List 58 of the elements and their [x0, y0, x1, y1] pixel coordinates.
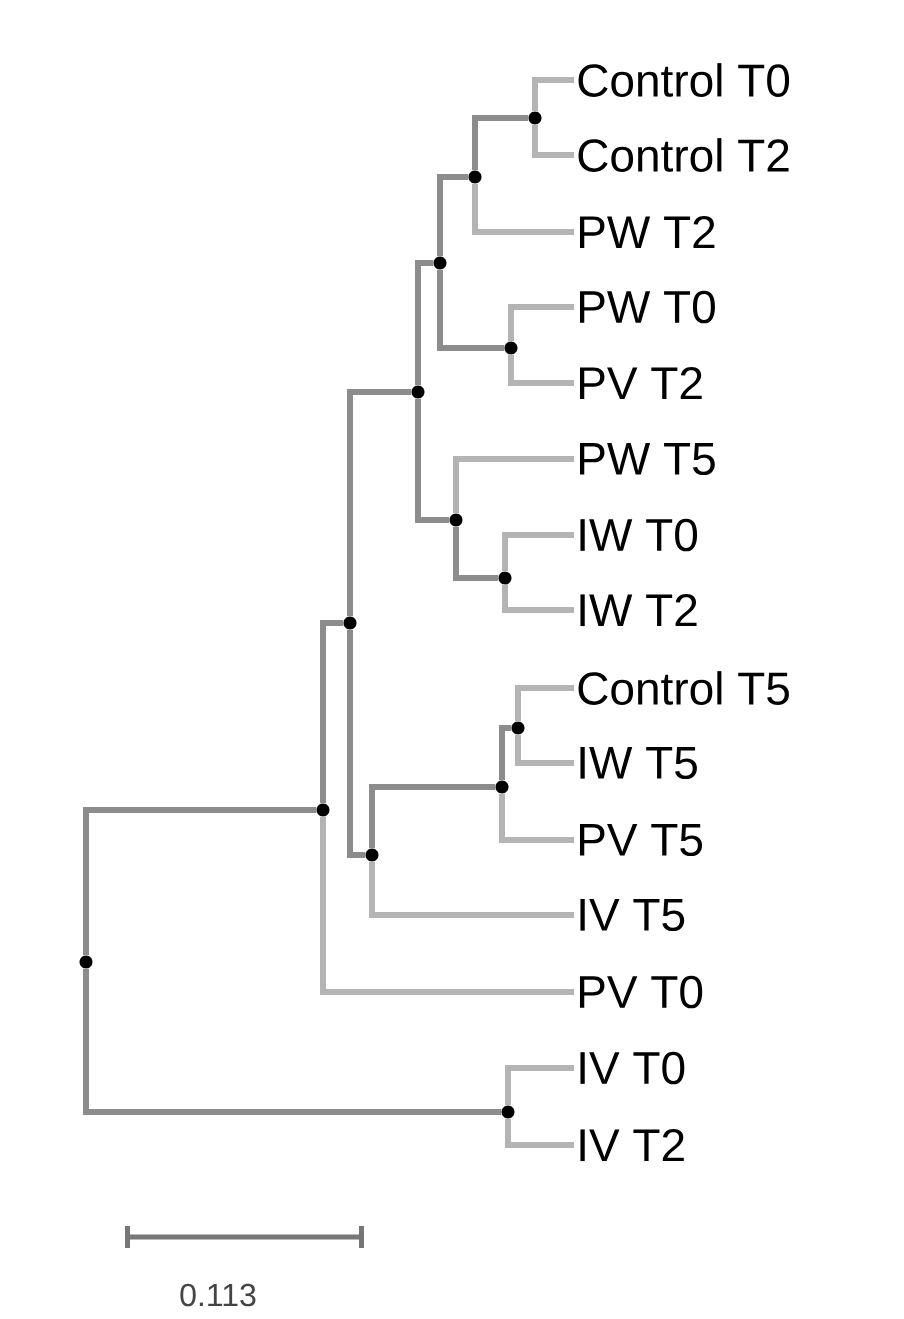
leaf-label: IW T0	[580, 518, 698, 552]
leaf-label: PV T2	[580, 366, 702, 400]
leaf-label: IV T0	[580, 1051, 685, 1085]
tree-branch	[453, 456, 574, 514]
tree-branch	[347, 389, 412, 617]
branch-point	[316, 803, 330, 817]
tree-branch	[508, 304, 574, 342]
branch-point	[343, 616, 357, 630]
leaf-label: Control T2	[578, 138, 789, 172]
leaf-label: IW T2	[580, 593, 697, 627]
leaf-label: Control T5	[578, 671, 789, 705]
scale-label: 0.113	[180, 1283, 256, 1307]
leaf-label: IV T5	[580, 898, 685, 932]
tree-branch	[320, 816, 574, 995]
branch-point	[495, 780, 509, 794]
tree-branch	[415, 398, 450, 523]
branch-point	[501, 1105, 515, 1119]
tree-branch	[508, 354, 574, 386]
leaf-label: IW T5	[580, 746, 697, 780]
tree-branch	[499, 793, 574, 843]
leaf-label: PW T5	[580, 442, 715, 476]
leaf-label: Control T0	[578, 63, 790, 97]
tree-branch	[472, 115, 529, 171]
branch-point	[411, 385, 425, 399]
tree-branch	[369, 861, 574, 918]
leaf-label: PW T2	[580, 215, 715, 249]
branch-point	[504, 341, 518, 355]
tree-branch	[437, 174, 469, 257]
tree-branch	[83, 807, 317, 956]
branch-point	[449, 513, 463, 527]
tree-branch	[83, 968, 502, 1115]
tree-branch	[502, 584, 574, 613]
branch-point	[365, 848, 379, 862]
tree-branch	[502, 532, 574, 572]
tree-branch	[369, 784, 496, 849]
tree-branch	[532, 124, 574, 158]
tree-branch	[472, 183, 574, 235]
branch-point	[511, 721, 525, 735]
tree-branch	[415, 260, 434, 386]
tree-branch	[505, 1118, 574, 1148]
leaf-label: IV T2	[580, 1128, 684, 1162]
tree-branch	[515, 734, 574, 766]
branch-point	[79, 955, 93, 969]
tree-branch	[505, 1065, 574, 1106]
leaf-label: PV T5	[580, 823, 703, 857]
tree-branch	[499, 725, 512, 781]
branch-point	[498, 571, 512, 585]
leaf-label: PV T0	[580, 975, 703, 1009]
tree-branch	[347, 629, 366, 858]
tree-branch	[532, 77, 574, 112]
tree-branch	[437, 269, 505, 351]
leaf-label: PW T0	[580, 290, 715, 324]
branch-point	[433, 256, 447, 270]
tree-branch	[320, 620, 344, 804]
branch-point	[528, 111, 542, 125]
branch-point	[468, 170, 482, 184]
tree-branch	[453, 526, 499, 581]
tree-branch	[515, 685, 574, 722]
